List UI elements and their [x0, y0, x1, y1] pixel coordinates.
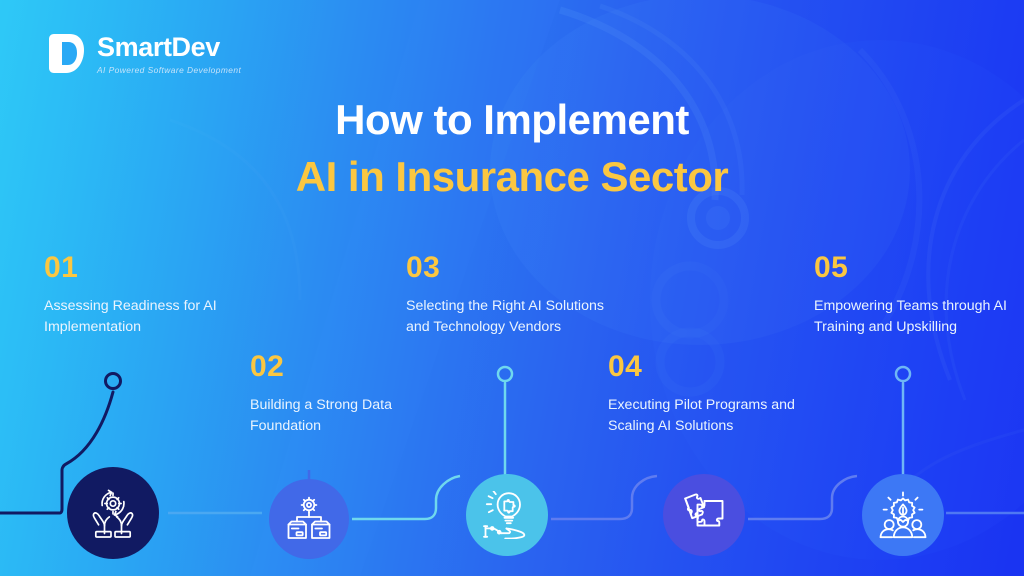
step-text-4: Executing Pilot Programs and Scaling AI …	[608, 397, 795, 434]
brand-tagline: AI Powered Software Development	[97, 64, 242, 75]
step-item-1: 01 Assessing Readiness for AI Implementa…	[44, 253, 244, 337]
puzzle-pieces-icon	[684, 493, 724, 527]
step-item-5: 05 Empowering Teams through AI Training …	[814, 253, 1014, 337]
title-line-2: AI in Insurance Sector	[295, 153, 729, 201]
step-number-4: 04	[608, 350, 643, 383]
step-item-4: 04 Executing Pilot Programs and Scaling …	[608, 352, 798, 436]
step-icon-circle-4	[663, 474, 745, 556]
step-text-5: Empowering Teams through AI Training and…	[814, 298, 1007, 335]
brand-logo[interactable]: SmartDev AI Powered Software Development	[46, 32, 241, 76]
step-icon-circle-2	[269, 479, 349, 559]
smartdev-d-mark-icon	[46, 32, 86, 76]
step-number-2: 02	[250, 350, 285, 383]
connector-3	[496, 365, 514, 478]
team-gear-idea-icon	[879, 491, 927, 539]
brand-name: SmartDev	[97, 31, 220, 62]
step-text-2: Building a Strong Data Foundation	[250, 397, 392, 434]
step-number-5: 05	[814, 251, 849, 284]
connector-run-4-5b	[830, 474, 858, 499]
step-item-2: 02 Building a Strong Data Foundation	[250, 352, 430, 436]
step-text-1: Assessing Readiness for AI Implementatio…	[44, 298, 217, 335]
connector-run-4-5	[748, 498, 834, 521]
step-number-3: 03	[406, 251, 441, 284]
connector-run-2-3	[352, 500, 438, 521]
connector-run-3-4b	[630, 474, 658, 499]
connector-run-3-4	[551, 498, 634, 521]
hand-lightbulb-puzzle-icon	[483, 491, 526, 539]
step-icon-circle-1	[67, 467, 159, 559]
page-title: How to Implement AI in Insurance Sector	[0, 96, 1024, 201]
step-icon-circle-5	[862, 474, 944, 556]
title-line-1: How to Implement	[335, 96, 689, 143]
logo-mark-svg	[49, 34, 84, 73]
gear-database-icon	[287, 496, 331, 539]
step-number-1: 01	[44, 251, 79, 284]
step-icon-circle-3	[466, 474, 548, 556]
connector-5	[894, 365, 912, 478]
hands-holding-gear-icon	[92, 489, 134, 538]
step-text-3: Selecting the Right AI Solutions and Tec…	[406, 298, 604, 335]
connector-run-2-3b	[434, 474, 461, 501]
step-item-3: 03 Selecting the Right AI Solutions and …	[406, 253, 606, 337]
